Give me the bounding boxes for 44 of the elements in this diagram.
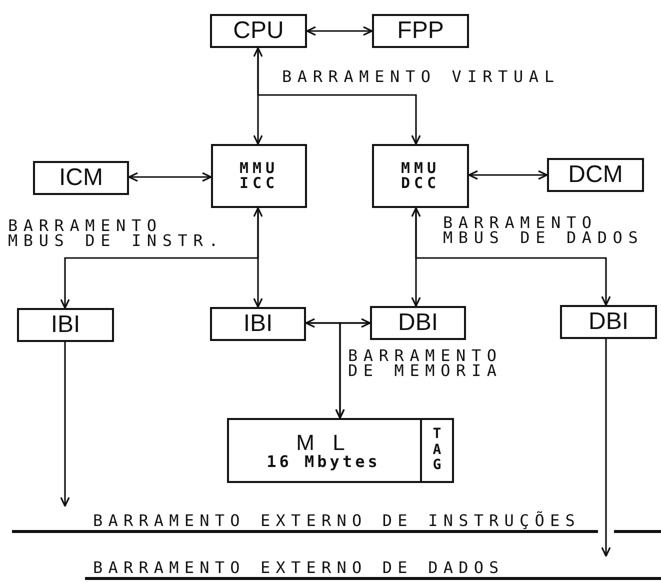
unit-box [211, 144, 307, 208]
connector-arrow [411, 207, 421, 307]
memory-size: 16 Mbytes [266, 454, 382, 470]
component-box [210, 307, 306, 341]
component-box [210, 14, 307, 48]
connector-arrow [253, 207, 263, 308]
bus-name: BARRAMENTO MBUS DE INSTR. [8, 218, 226, 248]
connector-arrow [335, 322, 370, 419]
unit-box [372, 144, 469, 208]
unit-label: IBI [50, 311, 80, 339]
component-box [370, 306, 466, 340]
connector-arrow [128, 172, 212, 182]
connector-arrow [60, 208, 259, 309]
bus-name: BARRAMENTO MBUS DE DADOS [443, 215, 645, 246]
connector-arrow [415, 208, 611, 306]
component-box [17, 308, 114, 342]
component-box [547, 158, 644, 192]
connector-arrow [601, 339, 611, 557]
memory-name: M L [295, 430, 351, 454]
unit-label: ICM [59, 164, 103, 192]
connector-arrow [257, 48, 421, 145]
unit-label: MMU ICC [238, 161, 280, 191]
unit-label: DBI [588, 308, 628, 336]
tag-field [420, 418, 454, 483]
connector-arrow [306, 26, 373, 36]
unit-label: DCM [568, 161, 623, 189]
connector-arrow [305, 318, 371, 328]
bus-name: BARRAMENTO DE MEMORIA [348, 348, 504, 378]
connector-arrow [60, 342, 70, 507]
component-box [33, 161, 129, 195]
tag-label: TAG [432, 427, 442, 474]
bus-label: BARRAMENTO EXTERNO DE DADOS [93, 559, 504, 577]
component-box [372, 14, 469, 48]
bus-name: BARRAMENTO VIRTUAL [282, 69, 561, 84]
unit-label: IBI [243, 310, 273, 338]
unit-label: MMU DCC [400, 161, 442, 191]
connector-arrow [253, 47, 263, 145]
component-box [560, 305, 657, 339]
connector-arrow [468, 170, 548, 180]
unit-label: DBI [398, 309, 438, 337]
unit-label: FPP [397, 17, 444, 45]
memory-box [227, 418, 452, 483]
bus-label: BARRAMENTO EXTERNO DE INSTRUÇÕES [93, 512, 580, 530]
unit-label: CPU [233, 17, 284, 45]
